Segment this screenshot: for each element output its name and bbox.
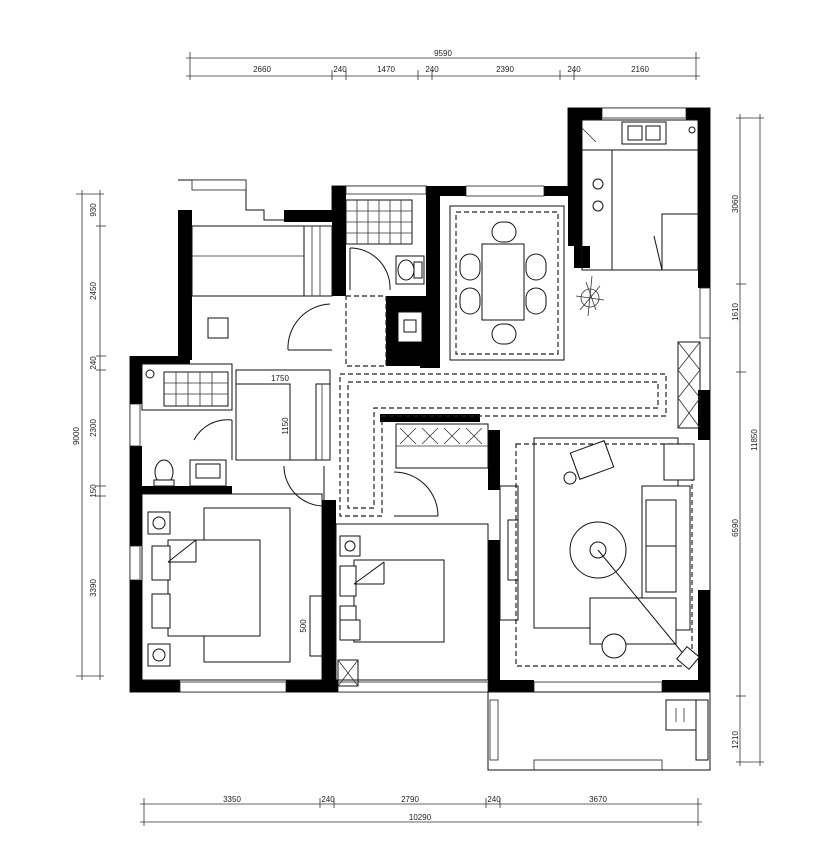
right-total-dim: 11850	[750, 429, 759, 451]
right-dim-2: 1610	[731, 303, 740, 321]
desk-dim: 500	[299, 619, 308, 633]
corridor	[339, 373, 667, 517]
top-dim-7: 2160	[631, 65, 649, 74]
top-dim-3: 1470	[377, 65, 395, 74]
left-dim-4: 2300	[89, 419, 98, 437]
right-dim-1: 3060	[731, 195, 740, 213]
top-total-dim: 9590	[434, 49, 452, 58]
top-dim-6: 240	[567, 65, 581, 74]
main-bathroom	[345, 199, 425, 367]
wardrobe-width-dim: 1750	[271, 374, 289, 383]
bottom-total-dim: 10290	[409, 813, 432, 822]
bottom-dimension-chain: 3350 240 2790 240 3670 10290	[140, 795, 702, 826]
top-dim-2: 240	[333, 65, 347, 74]
right-dim-3: 6590	[731, 519, 740, 537]
top-dimension-chain: 9590 2660 240 1470 240 2390 240 2160	[186, 49, 700, 80]
left-dim-3: 240	[89, 356, 98, 370]
left-dim-6: 3390	[89, 579, 98, 597]
right-dimension-chain: 11850 3060 1610 6590 1210	[731, 114, 764, 766]
master-bedroom: 500	[141, 493, 323, 681]
right-dim-4: 1210	[731, 731, 740, 749]
bottom-dim-1: 3350	[223, 795, 241, 804]
walls	[129, 107, 711, 771]
south-balcony	[487, 691, 711, 771]
living-room	[499, 341, 701, 670]
top-dim-5: 2390	[496, 65, 514, 74]
dining-area	[449, 205, 605, 361]
wardrobe: 1750 1150	[235, 369, 331, 507]
windows	[129, 107, 711, 771]
left-dim-1: 930	[89, 203, 98, 217]
bottom-dim-4: 240	[487, 795, 501, 804]
left-total-dim: 9000	[72, 427, 81, 445]
top-dim-1: 2660	[253, 65, 271, 74]
bottom-dim-3: 2790	[401, 795, 419, 804]
left-dim-2: 2450	[89, 282, 98, 300]
top-dim-4: 240	[425, 65, 439, 74]
bottom-dim-2: 240	[321, 795, 335, 804]
north-balcony	[191, 225, 333, 351]
bottom-dim-5: 3670	[589, 795, 607, 804]
second-bedroom	[335, 423, 489, 687]
second-bathroom	[141, 363, 233, 487]
left-dim-5: 150	[89, 484, 98, 498]
kitchen	[581, 119, 699, 271]
left-dimension-chain: 9000 930 2450 240 2300 150 3390	[72, 190, 106, 680]
wardrobe-depth-dim: 1150	[281, 417, 290, 435]
